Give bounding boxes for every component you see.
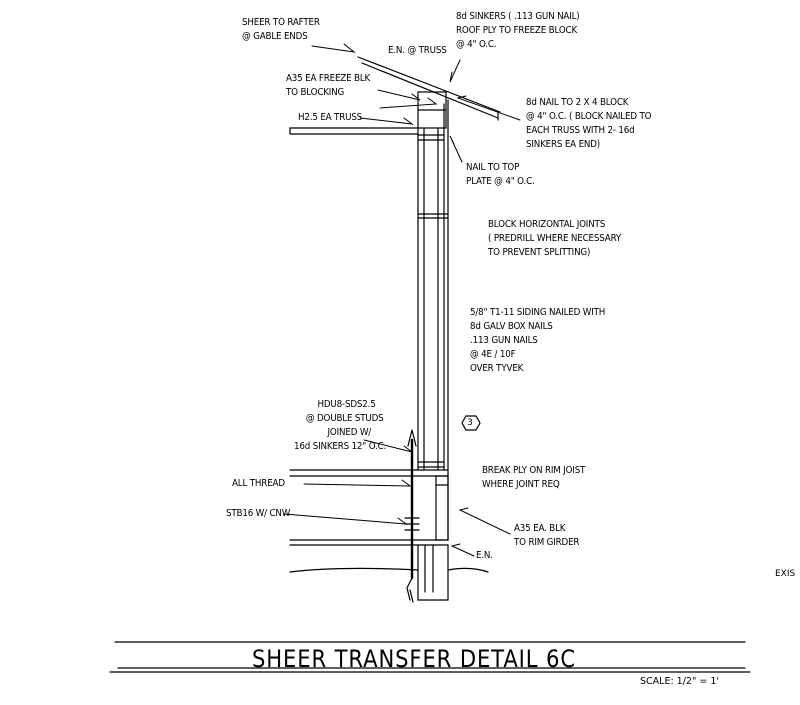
title-rules (109, 641, 751, 673)
note-line: A35 EA. BLK (514, 523, 566, 534)
detail-tag: 3 (467, 418, 473, 428)
note-line: 16d SINKERS 12" O.C. (294, 441, 387, 452)
note-stb16: STB16 W/ CNW (226, 508, 291, 519)
note-line: @ 4E / 10F (470, 349, 516, 360)
note-line: 8d NAIL TO 2 X 4 BLOCK (526, 97, 629, 108)
scale-label: SCALE: 1/2" = 1' (640, 676, 719, 687)
note-h25: H2.5 EA TRUSS (298, 112, 363, 123)
detail-tag-hexagon (461, 415, 481, 431)
note-all-thread: ALL THREAD (232, 478, 285, 489)
note-sheer-to-rafter: SHEER TO RAFTER @ GABLE ENDS (242, 16, 320, 44)
note-line: SHEER TO RAFTER (242, 17, 320, 28)
note-block-horizontal: BLOCK HORIZONTAL JOINTS ( PREDRILL WHERE… (488, 218, 621, 260)
note-line: ROOF PLY TO FREEZE BLOCK (456, 25, 578, 36)
note-line: .113 GUN NAILS (470, 335, 538, 346)
note-line: PLATE @ 4" O.C. (466, 176, 535, 187)
note-line: TO BLOCKING (286, 87, 345, 98)
note-nail-top-plate: NAIL TO TOP PLATE @ 4" O.C. (466, 161, 535, 189)
note-line: TO PREVENT SPLITTING) (488, 247, 591, 258)
note-line: HDU8-SDS2.5 (317, 399, 376, 410)
note-line: EACH TRUSS WITH 2- 16d (526, 125, 635, 136)
hold-down-anchor (404, 429, 420, 601)
foundation (289, 544, 489, 603)
note-line: @ DOUBLE STUDS (305, 413, 384, 424)
note-en: E.N. (476, 550, 493, 561)
note-siding: 5/8" T1-11 SIDING NAILED WITH 8d GALV BO… (470, 306, 605, 376)
note-line: BREAK PLY ON RIM JOIST (482, 465, 586, 476)
floor-framing (289, 469, 449, 546)
wall-studs (417, 99, 449, 541)
note-line: 8d GALV BOX NAILS (470, 321, 553, 332)
note-line: SINKERS EA END) (526, 139, 601, 150)
note-a35-rim: A35 EA. BLK TO RIM GIRDER (514, 522, 580, 550)
note-line: A35 EA FREEZE BLK (286, 73, 371, 84)
note-line: WHERE JOINT REQ (482, 479, 560, 490)
truss-bottom-chord (289, 127, 419, 135)
note-line: OVER TYVEK (470, 363, 524, 374)
note-line: JOINED W/ (327, 427, 372, 438)
note-line: @ 4" O.C. (456, 39, 497, 50)
edge-label: EXIS (775, 569, 796, 579)
note-hdu8: HDU8-SDS2.5 @ DOUBLE STUDS JOINED W/ 16d… (294, 398, 386, 454)
note-line: NAIL TO TOP (466, 162, 520, 173)
note-nail-2x4: 8d NAIL TO 2 X 4 BLOCK @ 4" O.C. ( BLOCK… (526, 96, 652, 152)
note-line: BLOCK HORIZONTAL JOINTS (488, 219, 606, 230)
note-line: ( PREDRILL WHERE NECESSARY (488, 233, 622, 244)
note-line: 8d SINKERS ( .113 GUN NAIL) (456, 11, 580, 22)
note-en-truss: E.N. @ TRUSS (388, 45, 447, 56)
note-line: 5/8" T1-11 SIDING NAILED WITH (470, 307, 606, 318)
note-line: @ GABLE ENDS (242, 31, 308, 42)
note-line: TO RIM GIRDER (514, 537, 580, 548)
note-break-ply: BREAK PLY ON RIM JOIST WHERE JOINT REQ (482, 464, 585, 492)
leader-lines (283, 43, 521, 557)
note-sinkers: 8d SINKERS ( .113 GUN NAIL) ROOF PLY TO … (456, 10, 580, 52)
note-line: @ 4" O.C. ( BLOCK NAILED TO (526, 111, 652, 122)
roof-sheathing (357, 56, 501, 121)
detail-title: SHEER TRANSFER DETAIL 6C (252, 645, 576, 673)
note-a35-freeze: A35 EA FREEZE BLK TO BLOCKING (286, 72, 370, 100)
